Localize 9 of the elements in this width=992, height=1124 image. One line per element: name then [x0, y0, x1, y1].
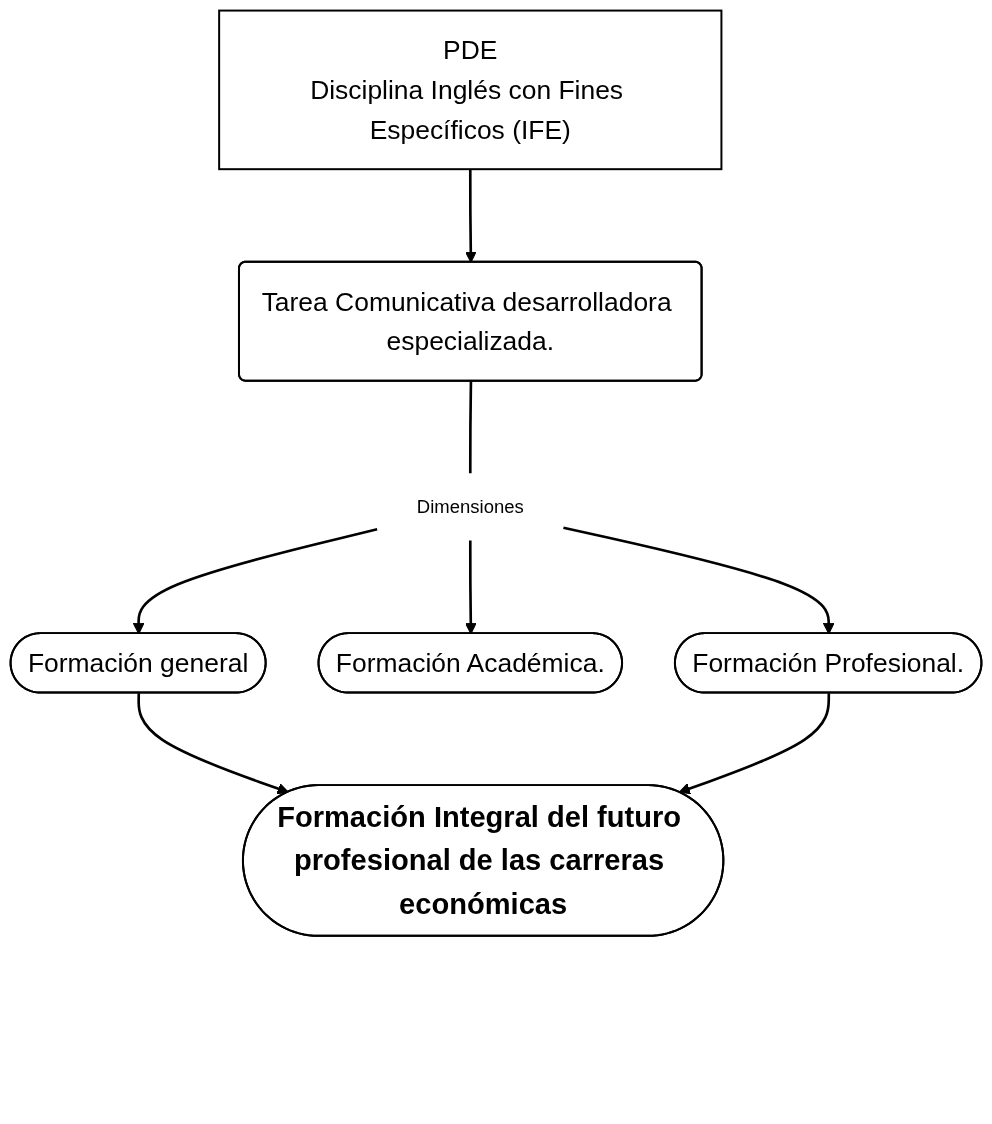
arrow — [465, 169, 477, 263]
node-box: PDE Disciplina Inglés con Fines Específicos (IFE) — [218, 9, 723, 171]
node-text: Dimensiones — [416, 495, 524, 517]
connector — [468, 381, 473, 474]
arrow — [678, 693, 831, 795]
arrow — [563, 526, 835, 635]
arrow — [137, 693, 289, 795]
arrow — [132, 528, 378, 635]
arrow — [465, 540, 477, 635]
